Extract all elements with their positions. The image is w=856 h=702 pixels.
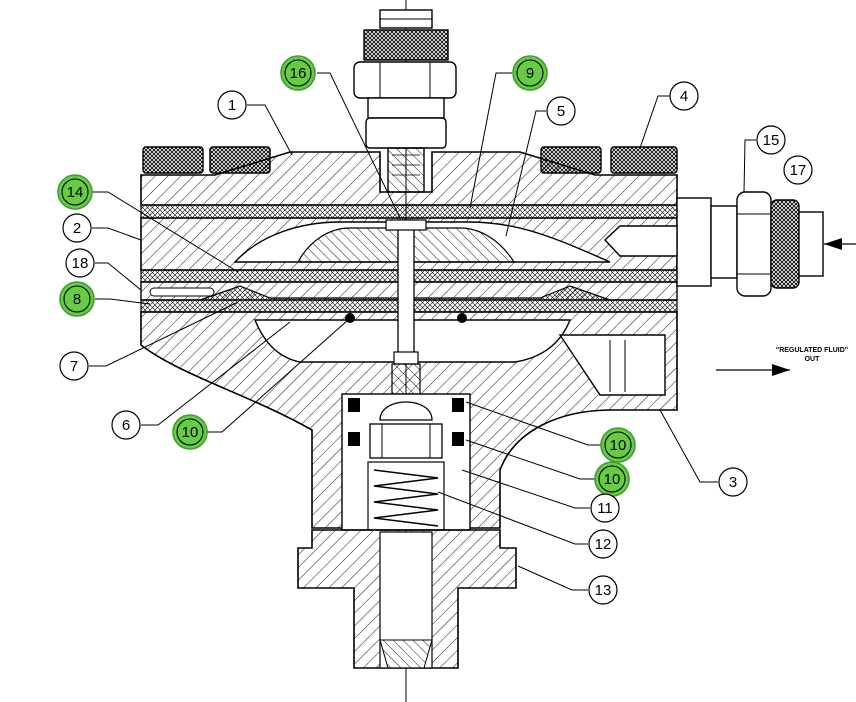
callout-circle (718, 467, 748, 497)
callout-18: 18 (65, 248, 95, 278)
callout-circle (217, 90, 247, 120)
o-ring-right (457, 313, 467, 323)
callout-label: 4 (680, 88, 688, 105)
inlet-arrow (824, 238, 856, 250)
callout-label: 10 (182, 424, 199, 441)
callout-circle (111, 410, 141, 440)
callout-label: 7 (70, 358, 78, 375)
callout-13: 13 (588, 575, 618, 605)
leader-lines (89, 72, 756, 591)
callout-11: 11 (590, 493, 620, 523)
callout-9-highlighted: 9 (512, 55, 548, 91)
callout-10-highlighted: 10 (172, 414, 208, 450)
callout-circle (280, 55, 316, 91)
callout-inner-ring (176, 418, 204, 446)
valve-seat (369, 423, 443, 459)
callout-label: 14 (67, 184, 84, 201)
callout-label: 3 (729, 474, 737, 491)
callout-circle (600, 427, 636, 463)
callout-1: 1 (217, 90, 247, 120)
callout-circle (588, 575, 618, 605)
callout-circle (59, 281, 95, 317)
callout-inner-ring (598, 465, 626, 493)
callout-circle (669, 81, 699, 111)
callout-circle (756, 125, 786, 155)
callout-label: 6 (122, 417, 130, 434)
callout-circle (62, 213, 92, 243)
callout-label: 8 (73, 291, 81, 308)
callout-10-highlighted: 10 (594, 461, 630, 497)
callout-inner-ring (284, 59, 312, 87)
regulated-fluid-out-label: OUT (805, 356, 821, 363)
callout-8-highlighted: 8 (59, 281, 95, 317)
upper-gasket (140, 204, 678, 219)
callout-17: 17 (783, 155, 813, 185)
regulated-fluid-label: "REGULATED FLUID" (776, 347, 848, 354)
callout-5: 5 (546, 96, 576, 126)
callout-circle (783, 155, 813, 185)
callout-inner-ring (61, 178, 89, 206)
callout-circle (172, 414, 208, 450)
callout-label: 10 (604, 471, 621, 488)
outlet-arrow (716, 364, 790, 376)
callout-label: 17 (790, 162, 807, 179)
callout-label: 1 (228, 97, 236, 114)
callout-label: 9 (526, 65, 534, 82)
callout-label: 10 (610, 437, 627, 454)
callout-16-highlighted: 16 (280, 55, 316, 91)
callout-label: 2 (73, 220, 81, 237)
callout-label: 15 (763, 132, 780, 149)
outlet-port (558, 334, 666, 396)
callout-circle (512, 55, 548, 91)
callout-inner-ring (516, 59, 544, 87)
callout-label: 11 (597, 500, 613, 517)
callout-circle (590, 493, 620, 523)
callout-14-highlighted: 14 (57, 174, 93, 210)
inlet-fitting (604, 191, 824, 297)
callout-label: 12 (595, 536, 612, 553)
callout-label: 13 (595, 582, 612, 599)
callout-circle (546, 96, 576, 126)
callout-label: 16 (290, 65, 307, 82)
callout-15: 15 (756, 125, 786, 155)
callout-12: 12 (588, 529, 618, 559)
valve-ball (379, 401, 433, 421)
callout-4: 4 (669, 81, 699, 111)
callout-inner-ring (63, 285, 91, 313)
callout-circle (59, 351, 89, 381)
callout-inner-ring (604, 431, 632, 459)
callout-10-highlighted: 10 (600, 427, 636, 463)
callout-6: 6 (111, 410, 141, 440)
top-fitting (353, 9, 457, 193)
callout-label: 18 (72, 255, 89, 272)
callout-circle (57, 174, 93, 210)
callout-3: 3 (718, 467, 748, 497)
callout-7: 7 (59, 351, 89, 381)
callout-circle (588, 529, 618, 559)
valve-stem (397, 219, 415, 363)
callout-label: 5 (557, 103, 565, 120)
callout-circle (65, 248, 95, 278)
callout-2: 2 (62, 213, 92, 243)
